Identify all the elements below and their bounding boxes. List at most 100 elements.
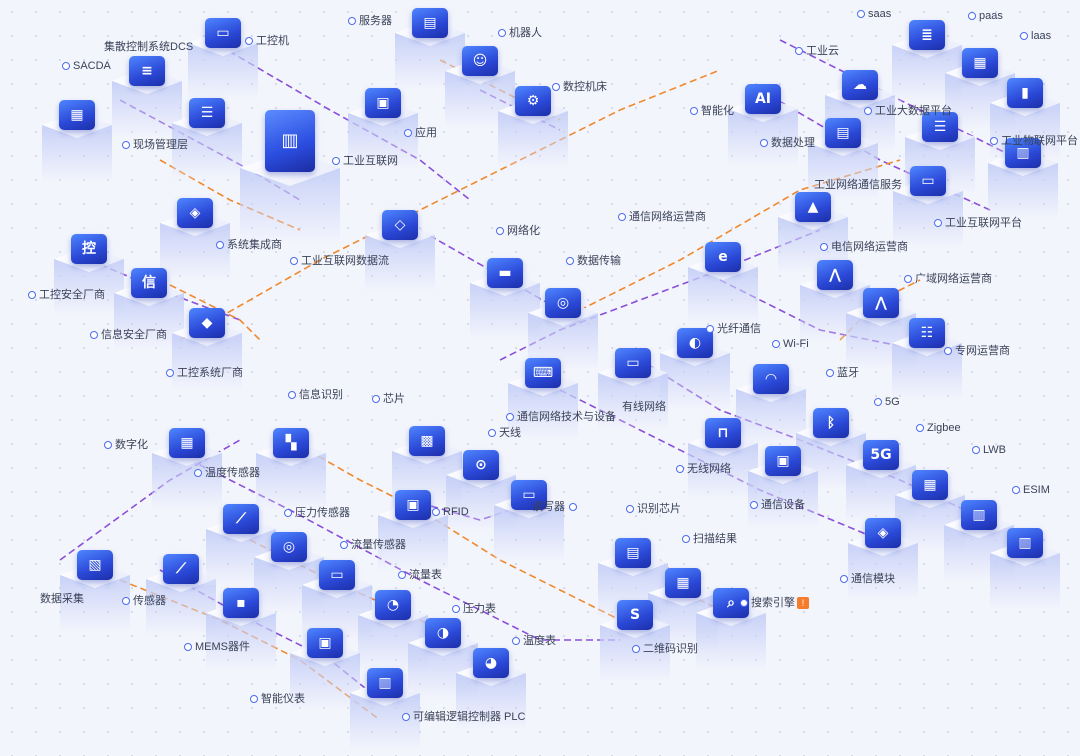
label-cnc: 数控机床 (552, 78, 607, 94)
label-networking: 网络化 (496, 222, 540, 238)
signal-tower-icon: ⋀ (863, 288, 899, 318)
smart-meter-icon: ▣ (307, 628, 343, 658)
node-wifi[interactable]: ◠ (736, 364, 806, 452)
label-comm-tech: 通信网络技术与设备 (506, 408, 616, 424)
label-wired: 有线网络 (622, 401, 666, 413)
node-server[interactable]: ▤ (395, 8, 465, 96)
label-bigdata: 工业大数据平台 (864, 102, 952, 118)
node-telecom[interactable]: ▲ (778, 192, 848, 280)
node-ics-sec[interactable]: 控 (54, 234, 124, 322)
label-ind-net: 工业网络通信服务 (814, 179, 902, 191)
node-digital[interactable]: ▦ (152, 428, 222, 516)
label-temp-meter: 温度表 (512, 632, 556, 648)
node-iiot-core[interactable]: ▥ (240, 110, 340, 250)
node-iot-platform[interactable]: ▥ (988, 138, 1058, 226)
label-rfid: RFID (432, 506, 469, 518)
node-private[interactable]: ☷ (892, 318, 962, 406)
collect-icon: ▧ (77, 550, 113, 580)
node-plc[interactable]: ▥ (350, 668, 420, 756)
iot-platform-icon: ▥ (1005, 138, 1041, 168)
lwb-icon: ▥ (961, 500, 997, 530)
ring-icon: ◎ (271, 532, 307, 562)
node-comm-module[interactable]: ◈ (848, 518, 918, 606)
dataflow-icon: ◇ (382, 210, 418, 240)
tower-server-icon: ▥ (265, 110, 315, 172)
node-wireless[interactable]: ⊓ (688, 418, 758, 506)
node-intelligent[interactable]: AI (728, 84, 798, 172)
chip-icon: ◈ (177, 198, 213, 228)
node-field[interactable]: ☰ (172, 98, 242, 186)
flow-sensor-icon: ▣ (395, 490, 431, 520)
label-plc: 可编辑逻辑控制器 PLC (402, 708, 525, 724)
node-dataflow[interactable]: ◇ (365, 210, 435, 298)
database-icon: ◎ (545, 288, 581, 318)
label-flow-meter: 流量表 (398, 566, 442, 582)
node-iiot-platform[interactable]: ▭ (893, 166, 963, 254)
label-lwb: LWB (972, 444, 1006, 456)
node-temp-sensor[interactable]: ▚ (256, 428, 326, 516)
stack-icon: ☰ (189, 98, 225, 128)
module-icon: ◈ (865, 518, 901, 548)
label-scan-result: 扫描结果 (682, 530, 737, 546)
node-app[interactable]: ▣ (348, 88, 418, 176)
label-pressure-sensor: 压力传感器 (284, 504, 350, 520)
node-ring[interactable]: ◎ (254, 532, 324, 620)
node-scada[interactable]: ▦ (42, 100, 112, 188)
node-sys-integrator[interactable]: ◈ (160, 198, 230, 286)
node-search[interactable]: ⌕ (696, 588, 766, 676)
shield-info-icon: 信 (131, 268, 167, 298)
label-ics-sec: 工控安全厂商 (28, 286, 105, 302)
node-router[interactable]: ▭ (598, 348, 668, 436)
node-fiber[interactable]: ◐ (660, 328, 730, 416)
qrcode-icon: S (617, 600, 653, 630)
reader-icon: ▭ (511, 480, 547, 510)
label-comm-module: 通信模块 (840, 570, 895, 586)
node-dcs[interactable]: ≡ (112, 56, 182, 144)
esim-icon: ▥ (1007, 528, 1043, 558)
label-mems: MEMS器件 (184, 638, 250, 654)
label-bluetooth: 蓝牙 (826, 364, 859, 380)
sensor-probe-icon: ⟋ (223, 504, 259, 534)
label-dcs: 集散控制系统DCS (104, 41, 194, 53)
node-smart-meter[interactable]: ▣ (290, 628, 360, 716)
node-mems[interactable]: ▪ (206, 588, 276, 676)
cloud-icon: ☁ (842, 70, 878, 100)
node-flow-sensor[interactable]: ▣ (378, 490, 448, 578)
node-gauge3[interactable]: ◕ (456, 648, 526, 736)
node-data-proc[interactable]: ▤ (808, 118, 878, 206)
node-esim[interactable]: ▥ (990, 528, 1060, 616)
fiber-icon: ◐ (677, 328, 713, 358)
router-icon: ▭ (615, 348, 651, 378)
tablet-icon: ▦ (169, 428, 205, 458)
node-laptop[interactable]: ⌨ (508, 358, 578, 446)
label-iot-platform: 工业物联网平台 (990, 132, 1078, 148)
node-cnc[interactable]: ⚙ (498, 86, 568, 174)
switch-icon: ▬ (487, 258, 523, 288)
laptop-icon: ⌨ (525, 358, 561, 388)
node-reader[interactable]: ▭ (494, 480, 564, 568)
node-ics-vendor[interactable]: ◆ (172, 308, 242, 396)
db-server-3-icon: ▮ (1007, 78, 1043, 108)
shield-control-icon: 控 (71, 234, 107, 264)
node-globe[interactable]: e (688, 242, 758, 330)
sensor-probe-icon: ⟋ (163, 554, 199, 584)
node-switch[interactable]: ▬ (470, 258, 540, 346)
node-data-collect[interactable]: ▧ (60, 550, 130, 638)
node-sensor[interactable]: ⟋ (146, 554, 216, 642)
node-comm-device[interactable]: ▣ (748, 446, 818, 534)
mems-icon: ▪ (223, 588, 259, 618)
scan-icon: ▤ (615, 538, 651, 568)
label-telecom: 电信网络运营商 (820, 238, 908, 254)
node-qrcode[interactable]: S (600, 600, 670, 688)
label-digital: 数字化 (104, 436, 148, 452)
label-flow-sensor: 流量传感器 (340, 536, 406, 552)
server-rack-icon: ▤ (412, 8, 448, 38)
label-chip: 芯片 (372, 390, 405, 406)
label-iiot: 工业互联网 (332, 152, 398, 168)
link (759, 89, 991, 211)
node-iaas[interactable]: ▮ (990, 78, 1060, 166)
rfid-chip-icon: ▩ (409, 426, 445, 456)
robot-icon: ☺ (462, 46, 498, 76)
label-private: 专网运营商 (944, 342, 1010, 358)
